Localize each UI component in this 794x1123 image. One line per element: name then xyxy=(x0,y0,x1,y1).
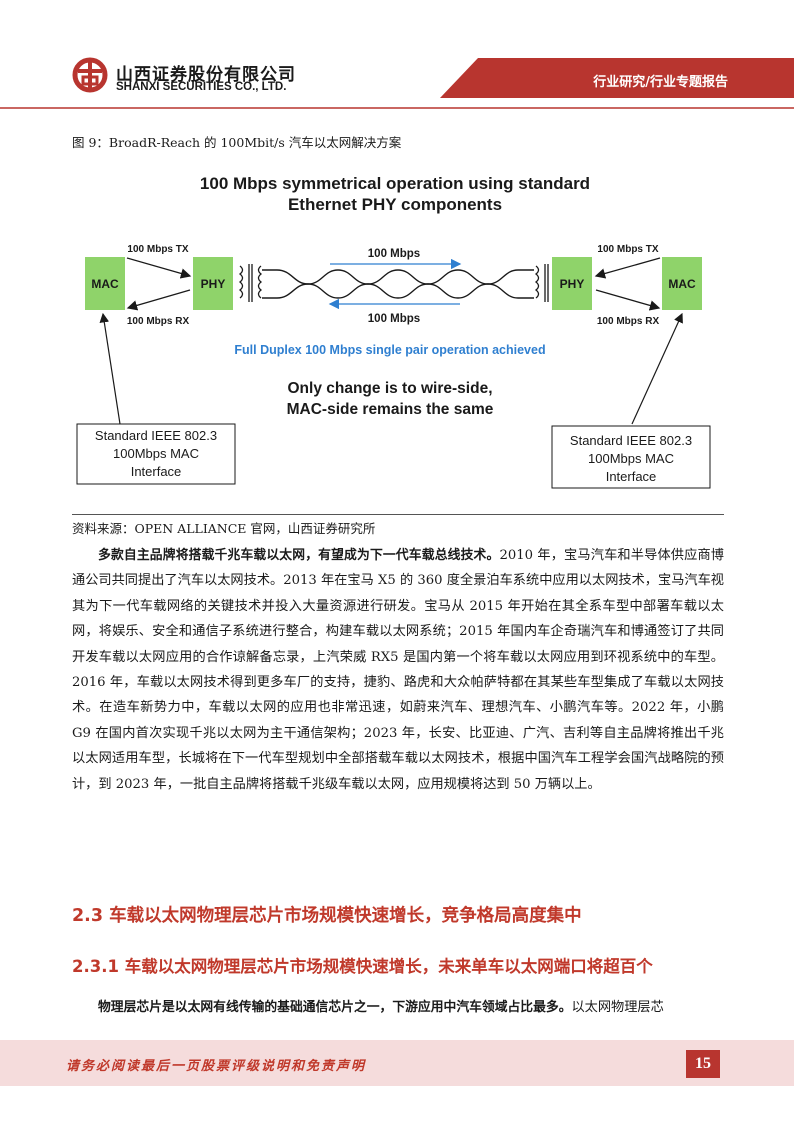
section-heading-2-3-1: 2.3.1 车载以太网物理层芯片市场规模快速增长，未来单车以太网端口将超百个 xyxy=(72,957,653,976)
right-interface-pointer xyxy=(631,312,683,425)
right-rx-arrow xyxy=(595,289,661,311)
twisted-pair-cable xyxy=(262,269,534,299)
link-label-top: 100 Mbps xyxy=(368,248,420,260)
full-duplex-label: Full Duplex 100 Mbps single pair operati… xyxy=(234,343,545,357)
right-mac-box xyxy=(662,257,702,310)
right-phy-label: PHY xyxy=(560,277,585,291)
body-paragraph-1: 多款自主品牌将搭载千兆车载以太网，有望成为下一代车载总线技术。2010 年，宝马… xyxy=(72,543,724,797)
right-tx-arrow xyxy=(594,257,661,279)
right-interface-box xyxy=(551,425,711,489)
left-interface-line2: 100Mbps MAC xyxy=(113,446,199,461)
paragraph-2-body: 以太网物理层芯 xyxy=(571,1000,664,1015)
figure-divider xyxy=(72,514,724,515)
company-name-cn: 山西证券股份有限公司 xyxy=(116,65,296,85)
report-type-label: 行业研究/行业专题报告 xyxy=(593,75,728,90)
change-note-line2: MAC-side remains the same xyxy=(287,401,494,418)
figure-caption: 图 9：BroadR-Reach 的 100Mbit/s 汽车以太网解决方案 xyxy=(72,135,402,150)
right-phy-box xyxy=(552,257,592,310)
paragraph-1-lead: 多款自主品牌将搭载千兆车载以太网，有望成为下一代车载总线技术。 xyxy=(98,548,500,563)
left-mac-box xyxy=(85,257,125,310)
paragraph-2-lead: 物理层芯片是以太网有线传输的基础通信芯片之一，下游应用中汽车领域占比最多。 xyxy=(98,1000,572,1015)
figure-source: 资料来源：OPEN ALLIANCE 官网，山西证券研究所 xyxy=(72,521,376,536)
page-header: 山西证券股份有限公司 SHANXI SECURITIES CO., LTD. 行… xyxy=(0,0,794,110)
left-rx-label: 100 Mbps RX xyxy=(127,316,190,327)
company-logo-icon xyxy=(72,57,108,93)
footer-band xyxy=(0,1040,794,1086)
left-mac-label: MAC xyxy=(91,277,119,291)
diagram-title-line2: Ethernet PHY components xyxy=(288,195,502,214)
left-transformer-icon xyxy=(238,264,263,302)
page-number: 15 xyxy=(686,1050,720,1078)
left-interface-line3: Interface xyxy=(131,464,182,479)
link-label-bottom: 100 Mbps xyxy=(368,313,420,325)
left-interface-box xyxy=(76,423,236,485)
right-interface-line3: Interface xyxy=(606,469,657,484)
header-band xyxy=(0,58,794,109)
left-phy-label: PHY xyxy=(201,277,226,291)
left-phy-box xyxy=(193,257,233,310)
right-interface-line2: 100Mbps MAC xyxy=(588,451,674,466)
right-tx-label: 100 Mbps TX xyxy=(597,244,658,255)
right-rx-label: 100 Mbps RX xyxy=(597,316,660,327)
footer-disclaimer: 请务必阅读最后一页股票评级说明和免责声明 xyxy=(66,1059,367,1074)
paragraph-1-body: 2010 年，宝马汽车和半导体供应商博通公司共同提出了汽车以太网技术。2013 … xyxy=(72,548,724,792)
left-tx-label: 100 Mbps TX xyxy=(127,244,188,255)
left-interface-pointer xyxy=(99,312,121,425)
company-name-en: SHANXI SECURITIES CO., LTD. xyxy=(116,81,287,93)
left-rx-arrow xyxy=(126,289,191,311)
left-interface-line1: Standard IEEE 802.3 xyxy=(95,428,217,443)
left-tx-arrow xyxy=(126,257,192,279)
diagram-svg: 100 Mbps symmetrical operation using sta… xyxy=(76,174,711,489)
ethernet-diagram: 100 Mbps symmetrical operation using sta… xyxy=(72,156,724,512)
section-heading-2-3: 2.3 车载以太网物理层芯片市场规模快速增长，竞争格局高度集中 xyxy=(72,906,582,926)
right-interface-line1: Standard IEEE 802.3 xyxy=(570,433,692,448)
right-mac-label: MAC xyxy=(668,277,696,291)
change-note-line1: Only change is to wire-side, xyxy=(288,380,493,397)
body-paragraph-2: 物理层芯片是以太网有线传输的基础通信芯片之一，下游应用中汽车领域占比最多。以太网… xyxy=(72,995,724,1021)
diagram-title-line1: 100 Mbps symmetrical operation using sta… xyxy=(200,174,590,193)
